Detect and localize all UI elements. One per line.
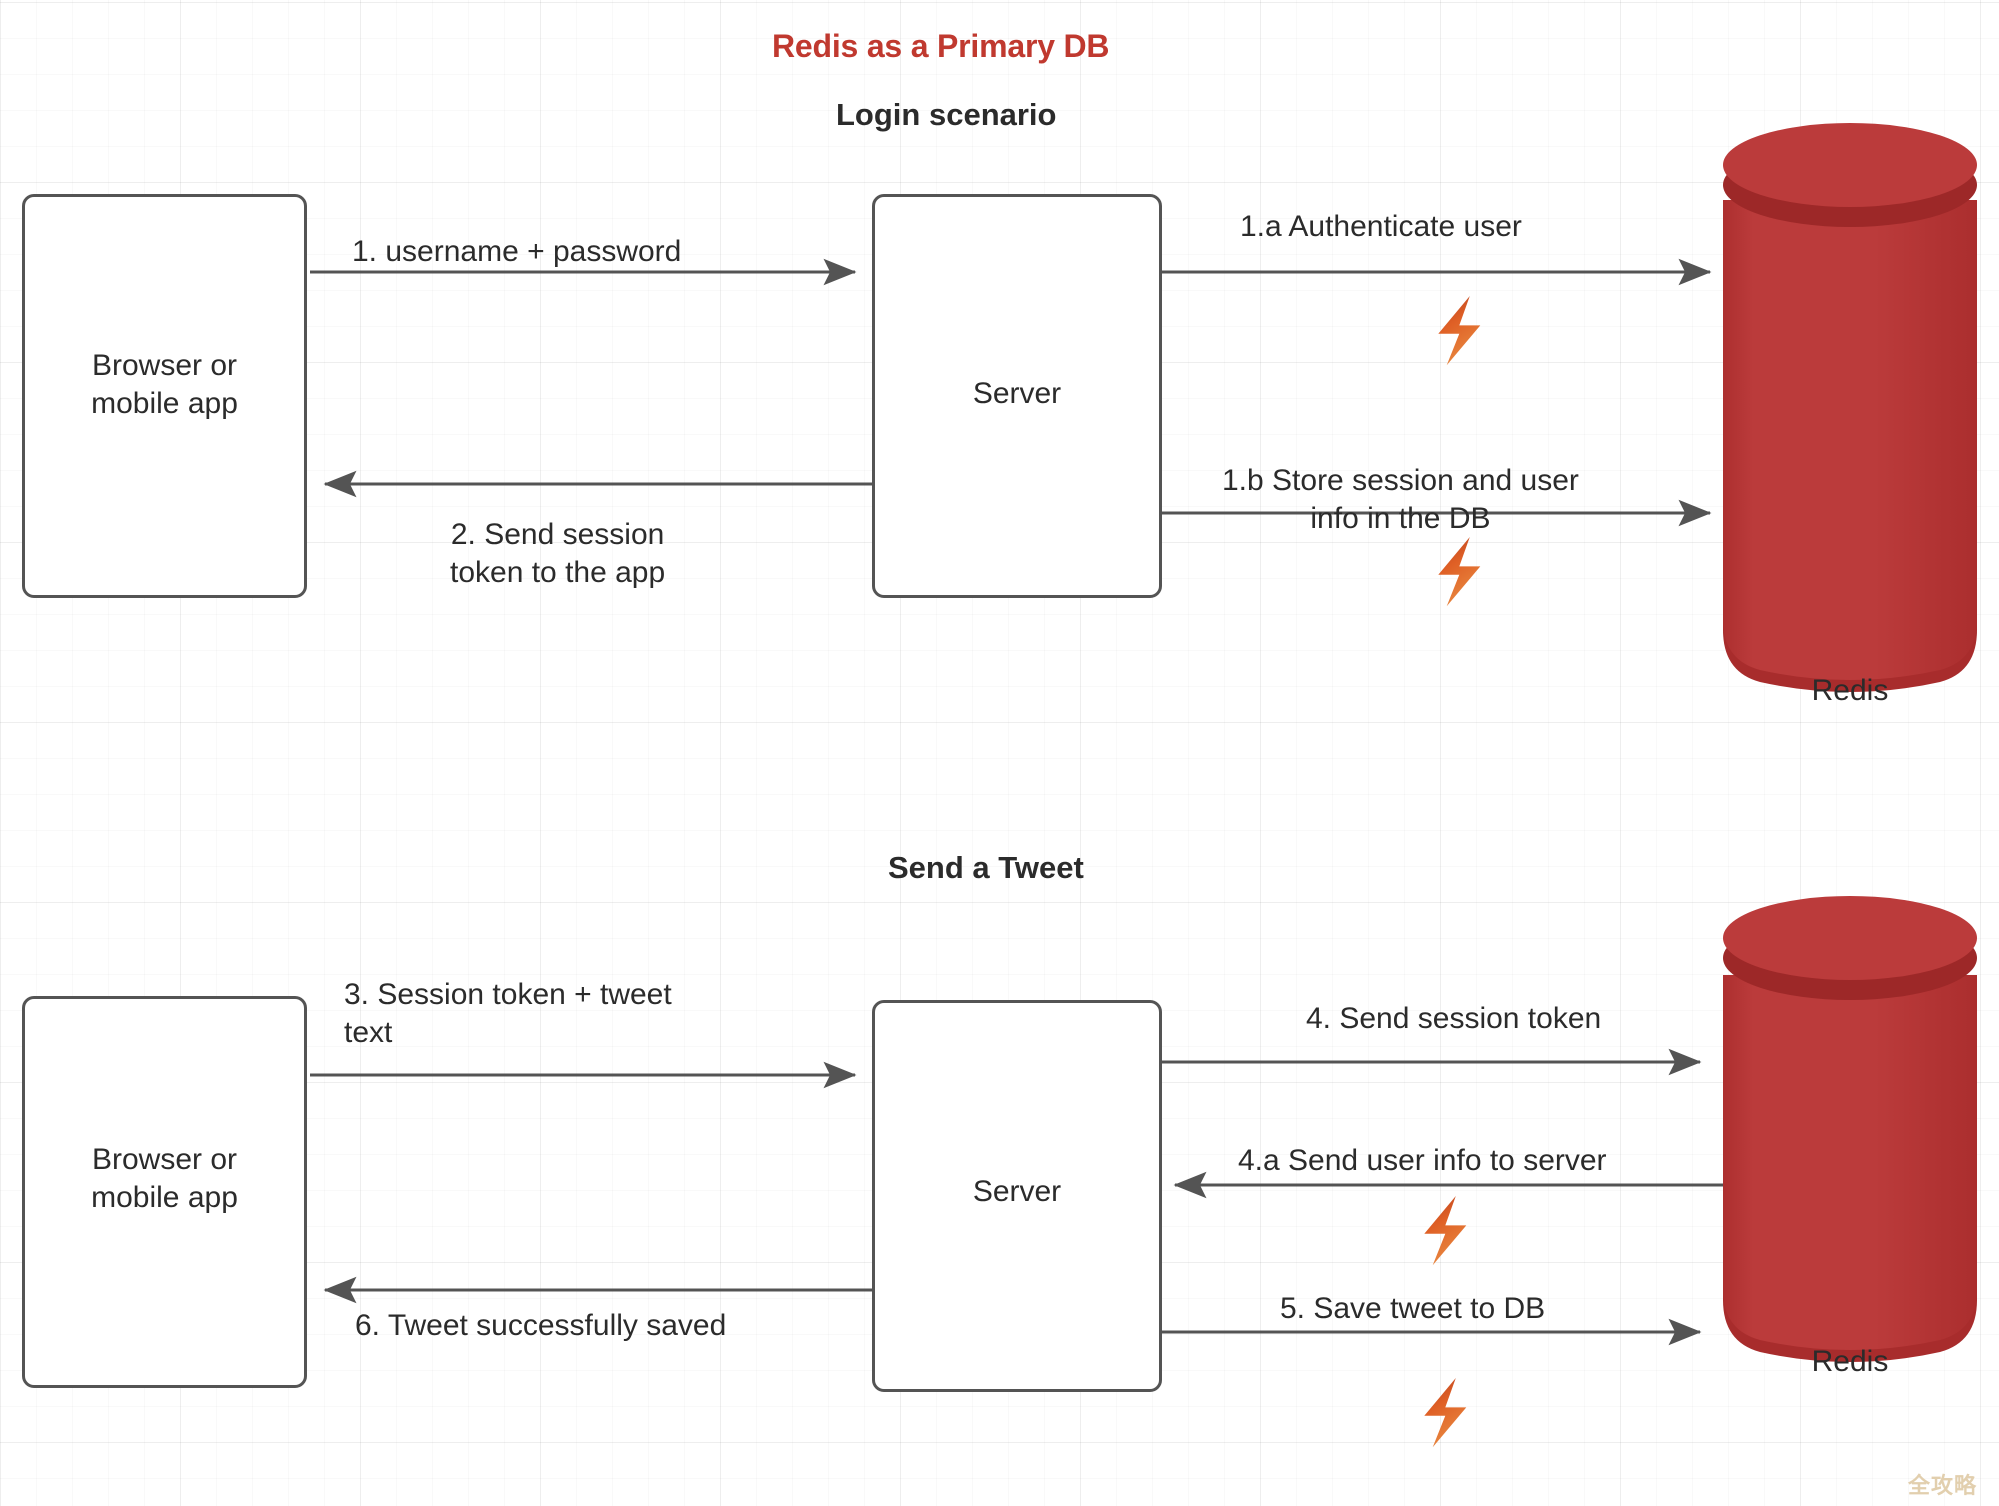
edge-label-3: 3. Session token + tweet text: [344, 978, 672, 1049]
lightning-bolt-icon: [1424, 1378, 1467, 1448]
server-box-login[interactable]: Server: [872, 194, 1162, 598]
edge-label-1a: 1.a Authenticate user: [1240, 210, 1522, 243]
client-box-tweet[interactable]: Browser or mobile app: [22, 996, 307, 1388]
edge-label-2: 2. Send session token to the app: [450, 518, 666, 589]
lightning-bolt-icon: [1438, 537, 1481, 607]
edge-label-1b: 1.b Store session and user info in the D…: [1222, 464, 1579, 535]
server-box-login-label: Server: [972, 377, 1062, 410]
edge-label-4: 4. Send session token: [1306, 1002, 1602, 1035]
edge-label-4a: 4.a Send user info to server: [1238, 1144, 1607, 1177]
client-box-login[interactable]: Browser or mobile app: [22, 194, 307, 598]
client-box-tweet-label: Browser or mobile app: [91, 1143, 238, 1214]
redis-label-tweet: Redis: [1811, 1345, 1889, 1378]
redis-cylinder-top: [1723, 123, 1977, 692]
edge-label-1: 1. username + password: [352, 235, 682, 268]
edge-label-6: 6. Tweet successfully saved: [355, 1309, 727, 1342]
server-box-tweet[interactable]: Server: [872, 1000, 1162, 1392]
redis-cylinder-bottom: [1723, 896, 1977, 1362]
section-heading-login: Login scenario: [836, 97, 1057, 132]
lightning-bolt-icon: [1438, 296, 1481, 366]
server-box-tweet-label: Server: [972, 1175, 1062, 1208]
edge-label-5: 5. Save tweet to DB: [1280, 1292, 1546, 1325]
watermark: 全攻略: [1908, 1473, 1978, 1498]
section-heading-send-tweet: Send a Tweet: [888, 850, 1084, 885]
redis-label-login: Redis: [1811, 674, 1889, 707]
client-box-login-label: Browser or mobile app: [91, 349, 238, 420]
page-title: Redis as a Primary DB: [772, 28, 1110, 64]
lightning-bolt-icon: [1424, 1196, 1467, 1266]
